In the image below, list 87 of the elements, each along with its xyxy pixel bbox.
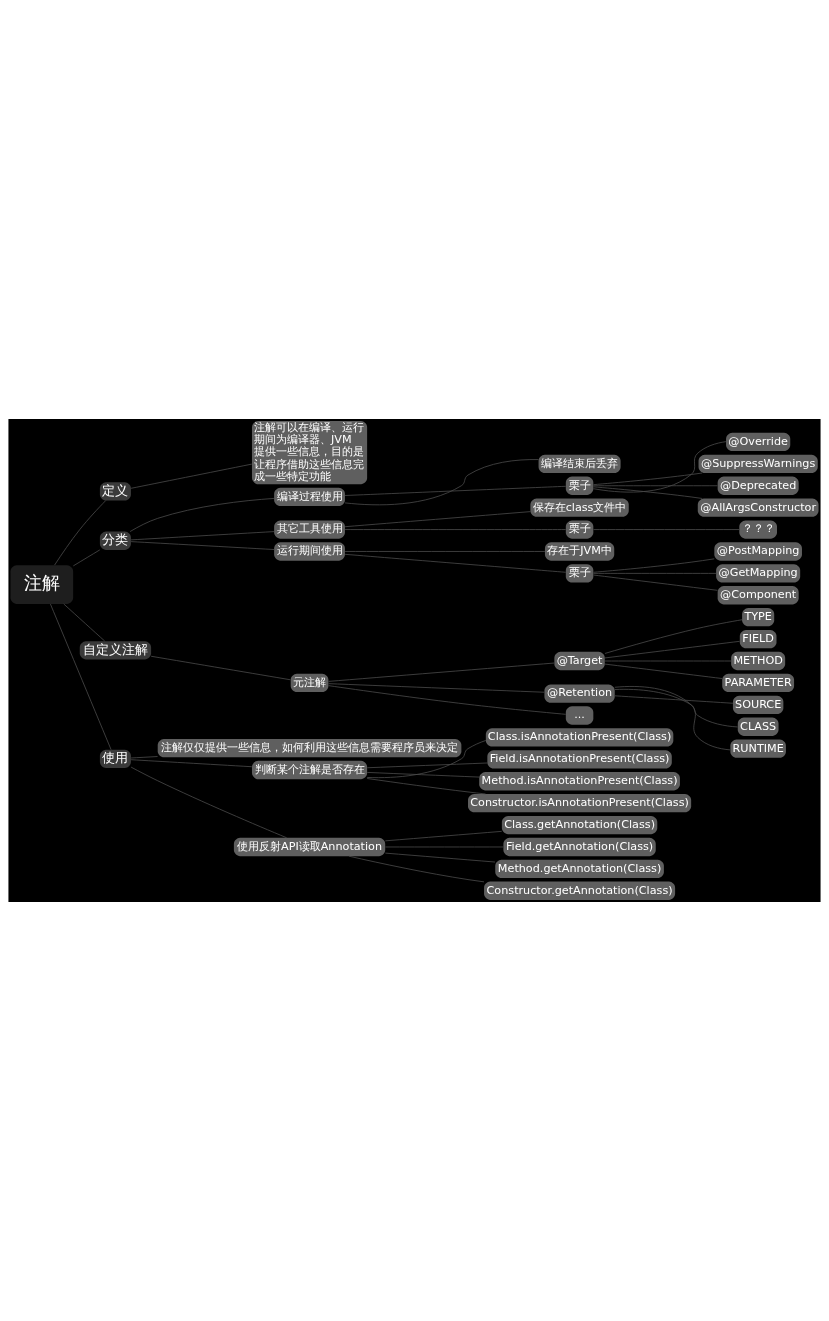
- node-box: Class.getAnnotation(Class): [501, 815, 658, 835]
- connector: [614, 695, 734, 704]
- connector: [593, 485, 718, 487]
- node-box: TYPE: [742, 608, 775, 627]
- connector: [344, 551, 546, 552]
- node-box: METHOD: [731, 651, 786, 671]
- connector: [593, 572, 717, 574]
- connector: [328, 685, 567, 715]
- connector: [593, 441, 727, 493]
- connector: [54, 500, 107, 566]
- connector: [72, 549, 101, 567]
- connector: [614, 688, 739, 728]
- connector: [593, 574, 718, 591]
- node-box: @Retention: [544, 684, 615, 703]
- node-box: 栗子: [565, 520, 594, 539]
- connector: [604, 640, 741, 659]
- connector: [130, 541, 275, 550]
- connector: [344, 459, 539, 506]
- connector: [348, 855, 485, 883]
- connector: [50, 603, 112, 751]
- connector: [614, 686, 731, 751]
- node-box: ...: [565, 706, 594, 725]
- connector: [593, 558, 715, 573]
- node-box: 栗子: [565, 564, 594, 583]
- node-box: 分类: [99, 531, 131, 550]
- node-box: 栗子: [565, 476, 594, 495]
- connector: [130, 759, 253, 768]
- connector: [366, 762, 488, 769]
- node-box: 定义: [99, 482, 131, 501]
- node-box: @Target: [554, 651, 605, 671]
- node-box: Class.isAnnotationPresent(Class): [485, 728, 674, 747]
- node-box: @GetMapping: [716, 564, 801, 583]
- connector: [366, 778, 486, 795]
- node-box: Method.getAnnotation(Class): [495, 859, 664, 879]
- node-box: PARAMETER: [722, 673, 795, 693]
- node-box: 使用反射API读取Annotation: [233, 837, 386, 857]
- node-box: Field.getAnnotation(Class): [503, 837, 656, 857]
- connector: [150, 655, 291, 681]
- connector: [593, 486, 703, 499]
- node-box: 使用: [99, 749, 131, 768]
- connector: [130, 756, 158, 759]
- node-box: Field.isAnnotationPresent(Class): [487, 750, 672, 769]
- node-box: 其它工具使用: [274, 520, 345, 539]
- node-box: @AllArgsConstructor: [697, 498, 819, 517]
- node-box: 注解可以在编译、运行期间为编译器、JVM提供一些信息，目的是让程序借助这些信息完成一些特定功能: [251, 421, 368, 485]
- node-box: @Deprecated: [717, 476, 799, 495]
- node-box: 注解: [10, 565, 74, 604]
- node-box: @SuppressWarnings: [698, 454, 818, 473]
- node-box: 运行期间使用: [274, 542, 345, 561]
- node-box: SOURCE: [732, 695, 784, 714]
- node-box: 自定义注解: [79, 641, 152, 660]
- connector: [593, 529, 740, 530]
- connector: [328, 662, 555, 682]
- connector: [344, 553, 567, 573]
- connector: [344, 485, 567, 496]
- node-box: Constructor.isAnnotationPresent(Class): [468, 794, 692, 813]
- node-box: 编译过程使用: [274, 487, 345, 507]
- connector: [366, 772, 480, 778]
- connector: [604, 663, 723, 679]
- connector: [130, 766, 288, 839]
- node-box: 判断某个注解是否存在: [251, 760, 368, 780]
- node-box: 元注解: [290, 673, 329, 693]
- connector: [366, 740, 487, 779]
- node-box: @PostMapping: [714, 542, 802, 561]
- connector: [604, 619, 743, 654]
- node-box: 保存在class文件中: [530, 498, 629, 517]
- node-box: Method.isAnnotationPresent(Class): [479, 772, 680, 791]
- node-box: 注解仅仅提供一些信息，如何利用这些信息需要程序员来决定: [157, 738, 462, 758]
- connector: [344, 529, 567, 530]
- connector: [63, 603, 106, 642]
- connector: [384, 852, 496, 863]
- node-box: RUNTIME: [730, 739, 786, 758]
- node-box: 存在于JVM中: [544, 542, 615, 561]
- connector: [344, 511, 531, 528]
- node-box: @Override: [726, 432, 791, 452]
- node-box: ？？？: [739, 520, 777, 539]
- node-box: Constructor.getAnnotation(Class): [484, 881, 676, 900]
- node-box: FIELD: [739, 629, 777, 649]
- node-box: CLASS: [737, 717, 779, 736]
- node-box: @Component: [717, 586, 799, 605]
- connector: [384, 830, 503, 842]
- connector: [130, 463, 253, 489]
- connector: [328, 683, 545, 693]
- connector: [130, 531, 275, 541]
- connector: [129, 498, 275, 532]
- node-box: 编译结束后丢弃: [538, 454, 621, 473]
- connector: [593, 472, 703, 486]
